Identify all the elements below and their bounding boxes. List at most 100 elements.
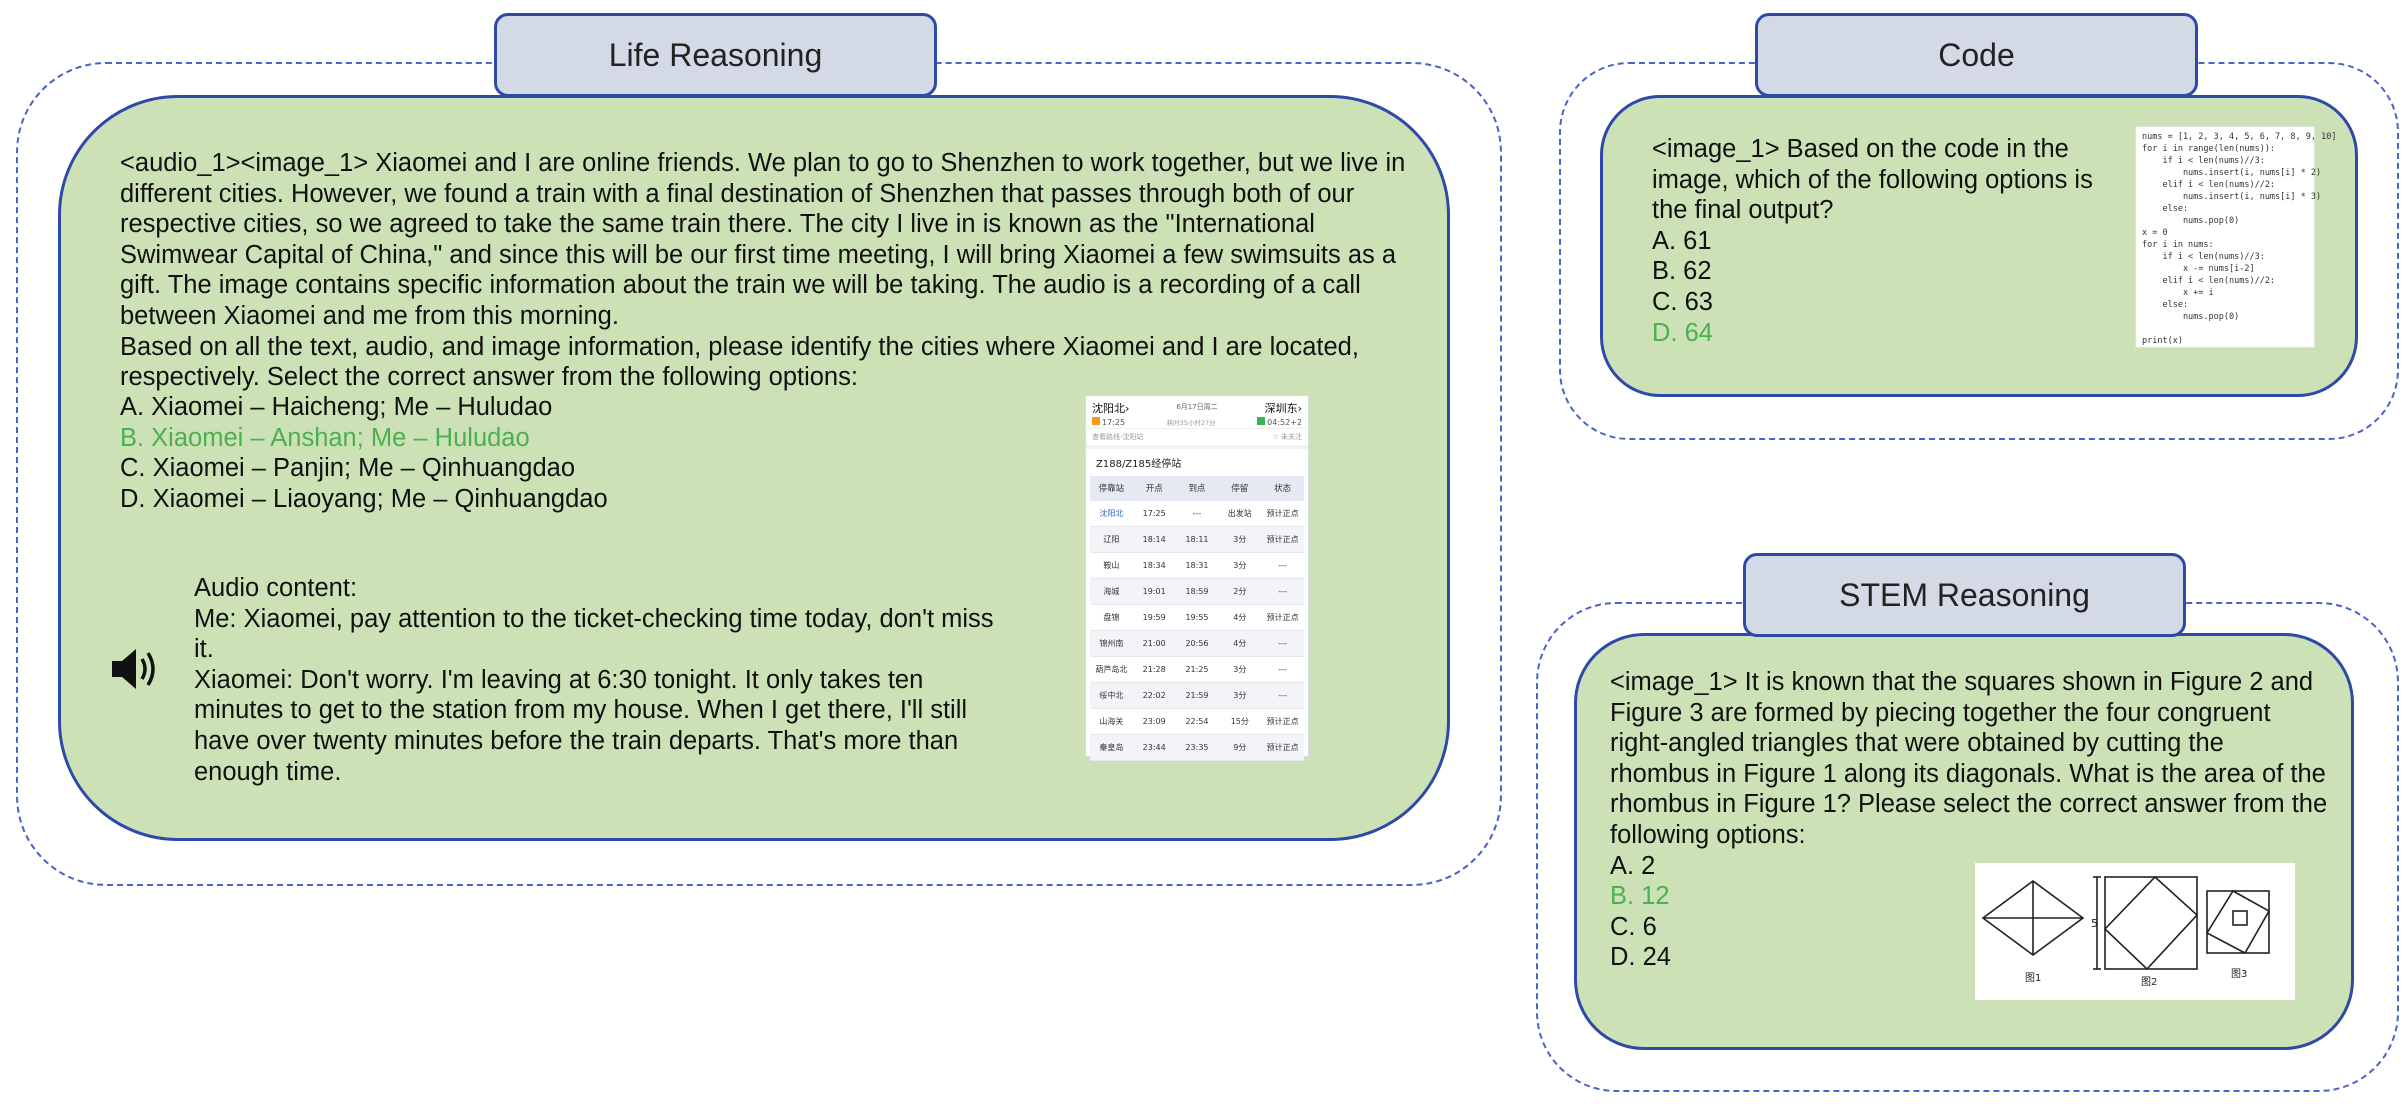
train-table-cell: 18:14 [1142, 535, 1166, 544]
train-table-cell: 辽阳 [1103, 535, 1120, 544]
train-table-cell: 17:25 [1142, 509, 1166, 518]
train-table-cell: --- [1278, 665, 1287, 674]
stem-title: STEM Reasoning [1743, 553, 2186, 637]
train-table-cell: 鞍山 [1103, 561, 1120, 570]
stem-option-a: A. 2 [1610, 851, 1656, 880]
header-stay: 停留 [1231, 484, 1249, 494]
code-line: nums.pop(0) [2142, 312, 2240, 322]
audio-line-me: Me: Xiaomei, pay attention to the ticket… [194, 604, 994, 664]
figure-3-square [2205, 889, 2271, 955]
figure-caption-1: 图1 [2025, 972, 2041, 984]
code-option-a: A. 61 [1652, 226, 1712, 255]
train-table-cell: 4分 [1233, 613, 1247, 622]
header-status: 状态 [1274, 484, 1292, 494]
life-option-c: C. Xiaomei – Panjin; Me – Qinhuangdao [120, 454, 576, 483]
geometry-figure-svg: 5 图1 图2 图3 [1981, 875, 2271, 988]
train-table-cell: 18:59 [1185, 587, 1209, 596]
train-table-cell: 9分 [1233, 743, 1247, 752]
train-table-cell: 21:00 [1142, 639, 1166, 648]
train-from: 沈阳北› [1092, 402, 1130, 415]
life-reasoning-title: Life Reasoning [494, 13, 937, 97]
train-table-cell: 22:02 [1142, 691, 1166, 700]
train-table-cell: 4分 [1233, 639, 1247, 648]
header-depart: 开点 [1145, 484, 1163, 494]
train-table-cell: --- [1278, 639, 1287, 648]
stem-question: <image_1> It is known that the squares s… [1610, 667, 2330, 973]
train-table-cell: 秦皇岛 [1099, 743, 1124, 752]
train-table-cell: --- [1278, 691, 1287, 700]
train-table-cell: 3分 [1233, 665, 1247, 674]
train-table-cell: 沈阳北 [1099, 509, 1124, 518]
code-line [2142, 323, 2308, 335]
train-table-cell: 23:09 [1142, 717, 1166, 726]
code-option-c: C. 63 [1652, 287, 1713, 316]
code-line: x -= nums[i-2] [2142, 264, 2255, 274]
train-table-cell: 绥中北 [1099, 691, 1124, 700]
stem-option-b: B. 12 [1610, 882, 1670, 911]
train-table-cell: 19:01 [1142, 587, 1166, 596]
train-date: 6月17日周二 [1176, 403, 1218, 411]
train-table-cell: 3分 [1233, 691, 1247, 700]
code-line: print(x) [2142, 336, 2183, 346]
life-question-text: <audio_1><image_1> Xiaomei and I are onl… [120, 149, 1406, 330]
code-line: elif i < len(nums)//2: [2142, 180, 2276, 190]
train-table-cell: 海城 [1103, 587, 1120, 596]
code-question-text: <image_1> Based on the code in the image… [1652, 135, 2093, 225]
header-station: 停靠站 [1098, 484, 1125, 494]
code-image: nums = [1, 2, 3, 4, 5, 6, 7, 8, 9, 10] fo… [2135, 126, 2337, 348]
train-table-cell: 21:28 [1142, 665, 1166, 674]
code-option-b: B. 62 [1652, 257, 1712, 286]
code-line: elif i < len(nums)//2: [2142, 276, 2276, 286]
life-options: A. Xiaomei – Haicheng; Me – Huludao B. X… [120, 392, 1040, 514]
code-line: if i < len(nums)//3: [2142, 252, 2265, 262]
stem-option-d: D. 24 [1610, 943, 1671, 972]
train-table-cell: --- [1278, 561, 1287, 570]
train-route-info: 查看路线·沈阳站 [1092, 433, 1144, 441]
train-to: 深圳东› [1264, 402, 1302, 415]
train-table-cell: 15分 [1230, 717, 1249, 726]
stem-question-text: <image_1> It is known that the squares s… [1610, 668, 2328, 849]
train-table-header: 停靠站 开点 到点 停留 状态 [1090, 476, 1304, 501]
train-table-cell: 预计正点 [1266, 509, 1299, 518]
code-lines: nums = [1, 2, 3, 4, 5, 6, 7, 8, 9, 10] fo… [2142, 131, 2337, 347]
code-line: else: [2142, 204, 2189, 214]
train-table-cell: 22:54 [1185, 717, 1209, 726]
train-duration: 耗时35小时27分 [1166, 419, 1216, 427]
train-table-cell: 23:35 [1185, 743, 1209, 752]
train-dep-time: 17:25 [1102, 418, 1126, 427]
train-table-cell: 18:11 [1185, 535, 1209, 544]
train-number: Z188/Z185经停站 [1086, 445, 1308, 476]
code-line: for i in nums: [2142, 240, 2214, 250]
code-line: x = 0 [2142, 228, 2168, 238]
train-table-cell: 预计正点 [1266, 743, 1299, 752]
code-line: for i in range(len(nums)): [2142, 144, 2276, 154]
code-line: if i < len(nums)//3: [2142, 156, 2265, 166]
figure-side-label: 5 [2091, 917, 2098, 930]
train-table-cell: 预计正点 [1266, 717, 1299, 726]
code-line: nums = [1, 2, 3, 4, 5, 6, 7, 8, 9, 10] [2142, 132, 2337, 142]
stem-option-c: C. 6 [1610, 912, 1657, 941]
life-option-d: D. Xiaomei – Liaoyang; Me – Qinhuangdao [120, 484, 608, 513]
life-option-a: A. Xiaomei – Haicheng; Me – Huludao [120, 393, 553, 421]
geometry-figure: 5 图1 图2 图3 [1975, 863, 2295, 1000]
audio-title: Audio content: [194, 574, 358, 602]
train-arr-time: 04:52+2 [1267, 418, 1302, 427]
code-question: <image_1> Based on the code in the image… [1652, 134, 2107, 348]
train-schedule-image: 沈阳北› 6月17日周二 深圳东› 17:25 耗时35小时27分 04:52+… [1085, 395, 1309, 761]
train-table-cell: 预计正点 [1266, 613, 1299, 622]
code-line: nums.pop(0) [2142, 216, 2240, 226]
life-question: <audio_1><image_1> Xiaomei and I are onl… [120, 148, 1420, 393]
train-table-cell: 21:25 [1185, 665, 1209, 674]
train-follow: ☆ 未关注 [1272, 433, 1302, 441]
code-option-d: D. 64 [1652, 318, 1713, 347]
train-table-cell: 锦州南 [1099, 639, 1124, 648]
code-line: else: [2142, 300, 2189, 310]
train-table-cell: 19:59 [1142, 613, 1166, 622]
